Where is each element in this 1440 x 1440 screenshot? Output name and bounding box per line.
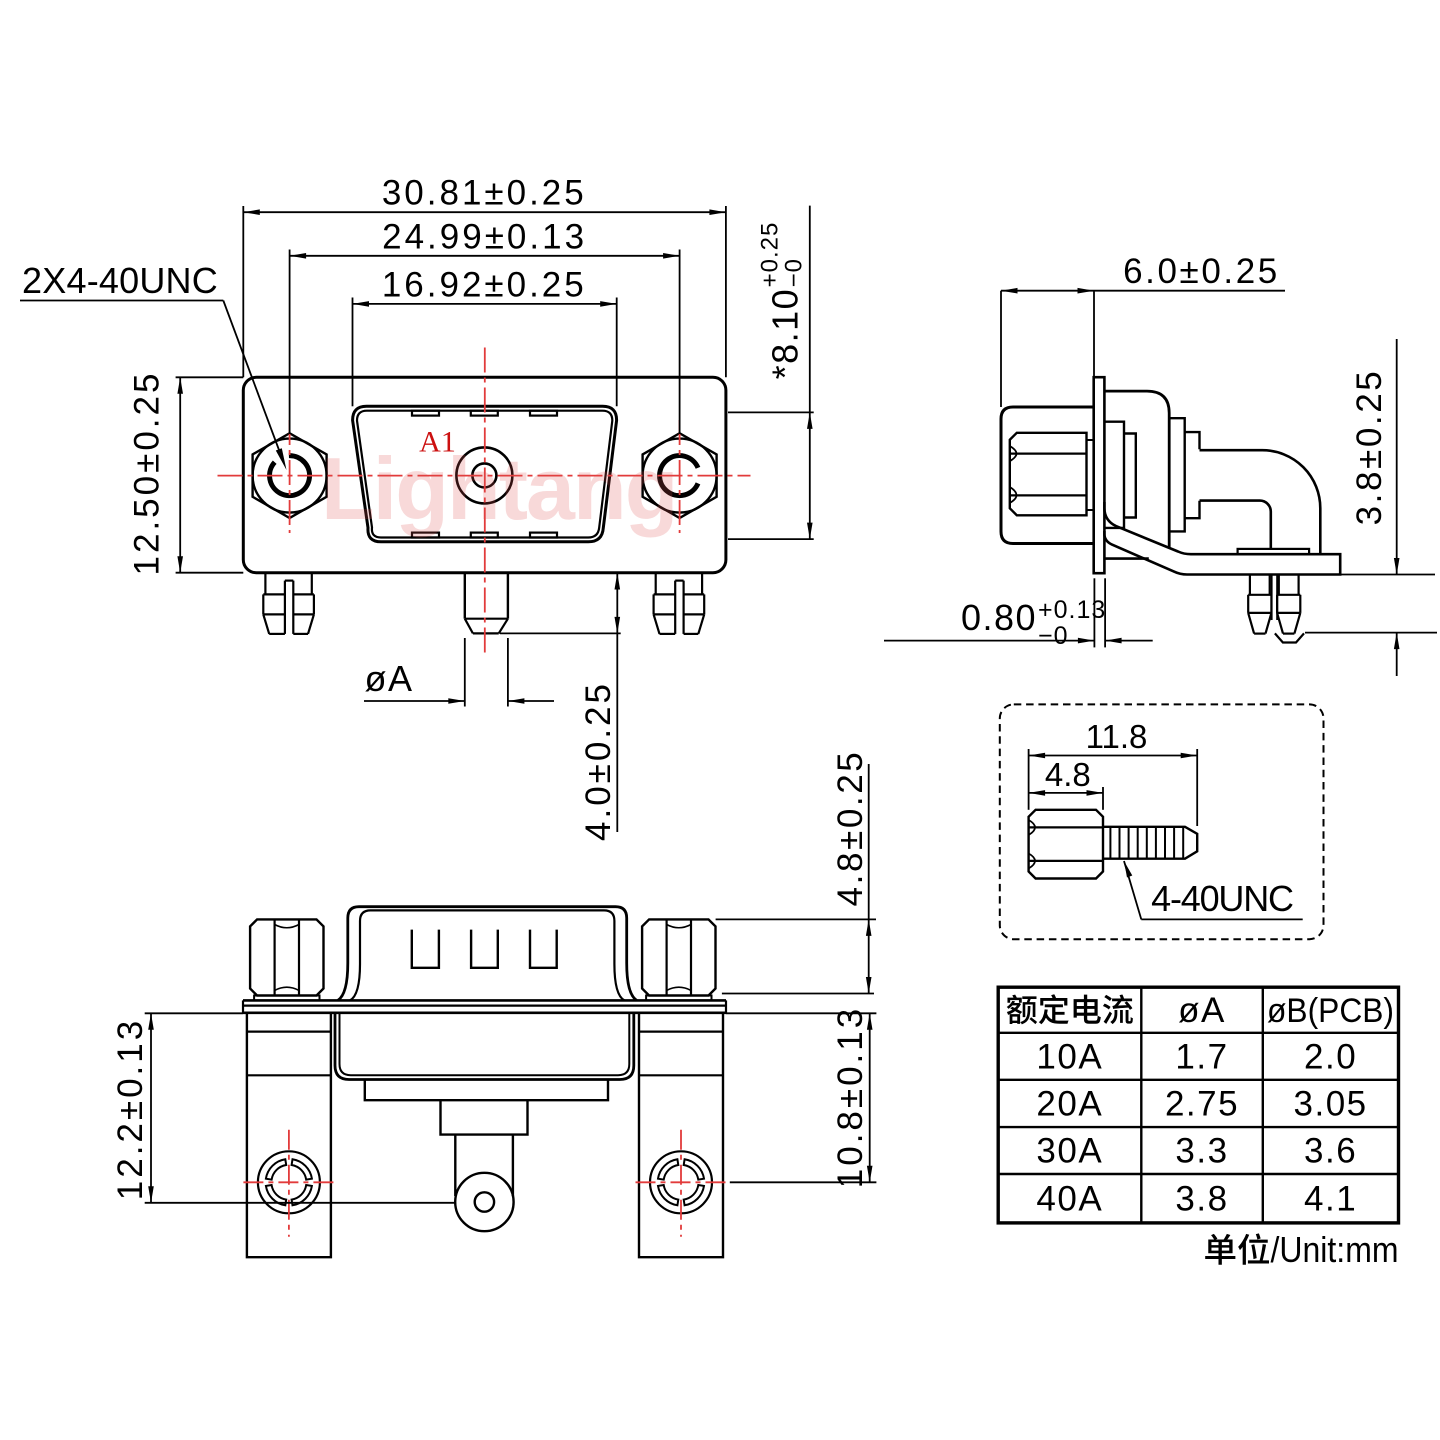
svg-text:2.75: 2.75 — [1165, 1084, 1239, 1123]
svg-text:*8.10: *8.10 — [765, 288, 806, 380]
svg-text:10A: 10A — [1036, 1037, 1103, 1076]
svg-text:24.99±0.13: 24.99±0.13 — [382, 217, 587, 256]
svg-text:A1: A1 — [419, 426, 456, 459]
svg-text:16.92±0.25: 16.92±0.25 — [382, 265, 587, 304]
svg-text:3.8±0.25: 3.8±0.25 — [1350, 369, 1389, 526]
svg-text:3.6: 3.6 — [1304, 1132, 1357, 1171]
svg-text:+0.13: +0.13 — [1038, 596, 1106, 624]
svg-text:+0.25: +0.25 — [757, 222, 784, 288]
svg-text:12.50±0.25: 12.50±0.25 — [128, 371, 167, 576]
svg-text:4.1: 4.1 — [1304, 1180, 1357, 1219]
svg-text:−0: −0 — [1038, 622, 1069, 650]
svg-text:−0: −0 — [781, 258, 808, 287]
svg-text:30A: 30A — [1036, 1132, 1103, 1171]
svg-text:/Unit:mm: /Unit:mm — [1271, 1229, 1399, 1270]
svg-text:1.7: 1.7 — [1175, 1037, 1228, 1076]
svg-text:3.3: 3.3 — [1175, 1132, 1228, 1171]
svg-text:11.8: 11.8 — [1086, 718, 1148, 755]
svg-text:0.80: 0.80 — [961, 597, 1037, 638]
svg-text:2X4-40UNC: 2X4-40UNC — [22, 260, 218, 301]
svg-text:øA: øA — [1178, 991, 1226, 1030]
svg-text:4.8: 4.8 — [1045, 756, 1091, 793]
svg-text:30.81±0.25: 30.81±0.25 — [382, 174, 587, 213]
svg-text:Lightang: Lightang — [321, 439, 676, 538]
svg-text:4.0±0.25: 4.0±0.25 — [579, 681, 618, 841]
svg-text:2.0: 2.0 — [1304, 1037, 1357, 1076]
svg-text:40A: 40A — [1036, 1180, 1103, 1219]
svg-text:4.8±0.25: 4.8±0.25 — [831, 750, 870, 907]
svg-text:10.8±0.13: 10.8±0.13 — [831, 1006, 870, 1188]
svg-text:6.0±0.25: 6.0±0.25 — [1123, 252, 1280, 291]
svg-text:3.05: 3.05 — [1294, 1084, 1368, 1123]
svg-text:øB(PCB): øB(PCB) — [1267, 992, 1394, 1030]
svg-text:3.8: 3.8 — [1175, 1180, 1228, 1219]
svg-text:4-40UNC: 4-40UNC — [1151, 878, 1293, 919]
svg-text:øA: øA — [364, 658, 413, 699]
svg-text:20A: 20A — [1036, 1084, 1103, 1123]
svg-text:12.2±0.13: 12.2±0.13 — [111, 1018, 150, 1200]
